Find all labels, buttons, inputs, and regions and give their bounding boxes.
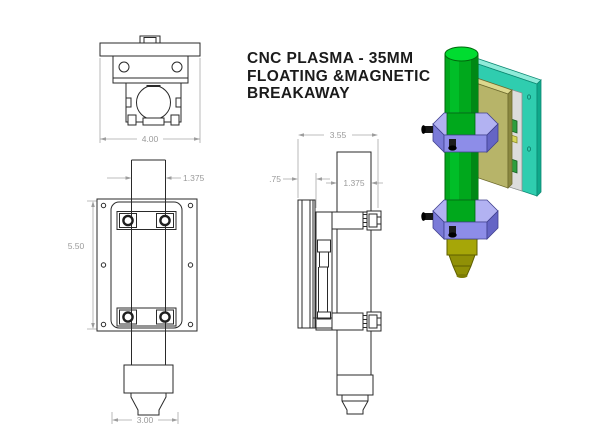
dim-lines-side	[283, 134, 383, 208]
dim-arrows-side	[292, 133, 378, 185]
khaki-edge	[507, 89, 513, 189]
clamp-bolt-front	[449, 139, 456, 148]
dim-label-width: 4.00	[142, 134, 159, 144]
torch-top	[444, 46, 479, 62]
clamp-band-top	[116, 211, 177, 230]
arm-body	[331, 312, 364, 331]
arm-tab	[362, 323, 368, 328]
plate-hole	[527, 146, 532, 152]
side-view: 3.55 .75 1.375	[269, 130, 383, 415]
torch-tube-side	[336, 212, 372, 375]
plate-hole	[527, 94, 532, 100]
back-plate-front	[96, 198, 198, 332]
dim-label-height: 5.50	[68, 241, 85, 251]
bolt-block	[119, 213, 137, 228]
magnet-hole-left	[118, 61, 130, 73]
clamp-bolt-head	[421, 125, 426, 134]
nozzle-tip	[448, 254, 476, 276]
mount-holes	[100, 202, 194, 328]
dim-label-depth: 3.55	[330, 130, 347, 140]
bolt-head	[122, 214, 134, 227]
bolt-block	[156, 309, 174, 325]
title-line-3: BREAKAWAY	[247, 85, 350, 102]
bolt-head	[159, 311, 171, 323]
nozzle-collar	[446, 238, 478, 256]
back-plate-top	[99, 42, 201, 57]
bolt-detail-2	[376, 216, 382, 225]
clamp-foot-left	[127, 114, 137, 126]
torch-body-side	[336, 374, 374, 396]
torch-bore	[136, 85, 171, 120]
front-view: 1.375 5.50 3.00	[68, 159, 205, 425]
clamp-3d-top	[421, 112, 499, 153]
nozzle-end	[456, 274, 468, 278]
torch-body-front	[123, 364, 174, 394]
title-line-1: CNC PLASMA - 35MM	[247, 50, 414, 67]
float-plate-front	[110, 201, 183, 329]
clamp-bolt-front-head	[448, 145, 457, 151]
arm-body	[331, 211, 364, 230]
clamp-bolt-side	[423, 126, 433, 133]
magnet-hole-right	[171, 61, 183, 73]
mount-hole	[187, 262, 194, 268]
clamp-arm-bottom	[331, 311, 382, 332]
float-detail-2	[319, 251, 329, 268]
float-plate-top	[112, 55, 189, 79]
arm-tab	[362, 222, 368, 227]
bolt-block	[156, 213, 174, 228]
torch-through-clamp	[446, 112, 476, 136]
float-detail-3	[317, 311, 331, 320]
nozzle-side	[341, 394, 369, 415]
carriage-column	[315, 211, 333, 331]
mount-hole	[100, 262, 107, 268]
band-body	[116, 211, 177, 230]
top-view: 4.00	[99, 35, 201, 144]
teal-edge	[536, 79, 542, 197]
arm-tab	[362, 315, 368, 320]
mount-hole	[100, 202, 107, 209]
clamp-notch-left	[125, 97, 132, 108]
nozzle-front	[130, 392, 167, 416]
clamp-band-bottom	[116, 307, 177, 327]
plate-band	[112, 77, 189, 84]
back-plate-side	[297, 199, 316, 329]
dim-lines-top	[99, 58, 201, 143]
clamp-foot-center	[142, 117, 165, 126]
dim-label-base-width: 3.00	[137, 415, 154, 425]
clamp-foot-right	[170, 114, 180, 126]
clamp-right-face	[486, 123, 499, 153]
mount-hole	[187, 321, 194, 328]
band-body	[116, 307, 177, 327]
dim-label-tube-width-side: 1.375	[343, 178, 365, 188]
torch-tube-front	[131, 159, 166, 365]
bore-chamfers	[146, 85, 161, 120]
dim-label-tube-width: 1.375	[183, 173, 205, 183]
bolt-detail-2	[376, 317, 382, 326]
dim-lines-front	[87, 177, 181, 424]
clamp-notch-right	[175, 97, 182, 108]
arm-tab	[362, 214, 368, 219]
iso-view	[420, 46, 542, 278]
clamp-arm-top	[331, 210, 382, 231]
mount-hole	[187, 202, 194, 209]
clamp-3d-bottom	[420, 199, 499, 240]
dim-label-plate-stack: .75	[269, 174, 281, 184]
mount-hole	[100, 321, 107, 328]
bolt-head	[159, 214, 171, 227]
plate-stack-lines	[301, 200, 314, 328]
nozzle-3d	[446, 238, 478, 278]
bolt-block	[119, 309, 137, 325]
title-line-2: FLOATING &MAGNETIC	[247, 67, 431, 85]
bolt-head	[122, 311, 134, 323]
drawing-title: CNC PLASMA - 35MM FLOATING &MAGNETIC BRE…	[247, 50, 430, 103]
float-slot	[318, 267, 328, 312]
float-detail-1	[317, 239, 331, 253]
